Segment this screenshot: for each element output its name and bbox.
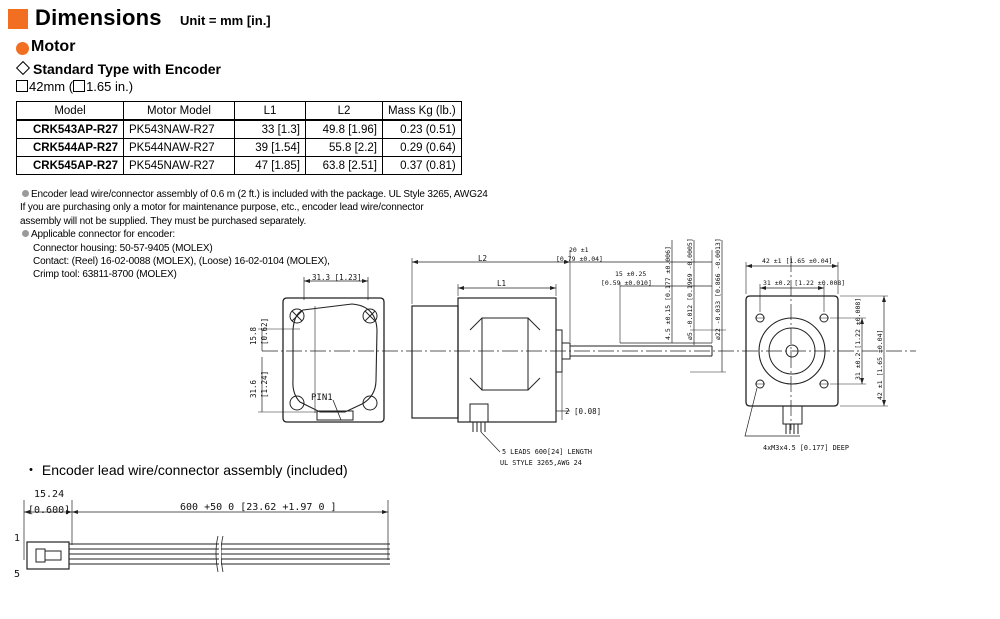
asm-dim-15-24-in: [0.600] (28, 505, 70, 516)
dim-l1: L1 (497, 279, 506, 288)
dim-31-vert: 31 ±0.2 [1.22 ±0.008] (854, 298, 862, 380)
cell-model: CRK545AP-R27 (16, 156, 124, 175)
dim-15-in: [0.59 ±0.010] (601, 279, 652, 287)
notes: Encoder lead wire/connector assembly of … (20, 188, 488, 282)
assembly-title: ・ Encoder lead wire/connector assembly (… (24, 462, 348, 478)
note-text: Applicable connector for encoder: (31, 229, 176, 241)
cell-mass: 0.37 (0.81) (382, 156, 462, 175)
dim-15-8-in: [0.62] (260, 318, 269, 345)
square-icon (16, 80, 28, 92)
asm-dim-15-24: 15.24 (34, 489, 64, 500)
cell-model: CRK543AP-R27 (16, 119, 124, 139)
note-line: Applicable connector for encoder: (22, 228, 488, 241)
dim-4-5: 4.5 ±0.15 [0.177 ±0.006] (664, 246, 672, 340)
cell-l2: 55.8 [2.2] (305, 138, 383, 157)
asm-dim-600: 600 +50 0 [23.62 +1.97 0 ] (180, 502, 337, 513)
frame-size: 42mm ( 1.65 in.) (16, 79, 133, 94)
dim-phi-22: ø22 -0.033 [0.866 -0.0013] (714, 238, 722, 340)
cell-motor: PK544NAW-R27 (123, 138, 235, 157)
cell-l1: 39 [1.54] (234, 138, 306, 157)
lead-assembly (23, 500, 390, 573)
cell-l1: 47 [1.85] (234, 156, 306, 175)
note-line: If you are purchasing only a motor for m… (20, 202, 424, 214)
section-motor: Motor (31, 38, 76, 55)
dim-20: 20 ±1 (569, 246, 589, 254)
dim-15-8: 15.8 (249, 326, 258, 345)
dim-31-6: 31.6 (249, 379, 258, 398)
note-text: Encoder lead wire/connector assembly of … (31, 189, 488, 200)
pin-5-label: 5 (14, 569, 20, 580)
dim-42-vert: 42 ±1 [1.65 ±0.04] (876, 330, 884, 400)
cell-l2: 63.8 [2.51] (305, 156, 383, 175)
leads-label-2: UL STYLE 3265,AWG 24 (500, 459, 582, 467)
note-line: assembly will not be supplied. They must… (20, 215, 307, 227)
dim-2: 2 [0.08] (565, 407, 601, 416)
front-view (745, 295, 839, 434)
cell-motor: PK545NAW-R27 (123, 156, 235, 175)
dim-31: 31 ±0.2 [1.22 ±0.008] (763, 279, 845, 287)
pin1-label: PIN1 (311, 393, 333, 403)
dim-20-in: [0.79 ±0.04] (556, 255, 603, 263)
note-line: Crimp tool: 63811-8700 (MOLEX) (33, 269, 177, 281)
col-mass: Mass Kg (lb.) (382, 101, 462, 121)
rear-view (282, 297, 385, 423)
note-line: Encoder lead wire/connector assembly of … (22, 188, 488, 201)
side-view (411, 297, 713, 432)
title-square-icon (8, 9, 28, 29)
table-row: CRK545AP-R27 PK545NAW-R27 47 [1.85] 63.8… (16, 156, 462, 175)
note-line: Contact: (Reel) 16-02-0088 (MOLEX), (Loo… (33, 256, 330, 268)
dim-42: 42 ±1 [1.65 ±0.04] (762, 257, 832, 265)
dim-31-6-in: [1.24] (260, 371, 269, 398)
dim-31-3: 31.3 [1.23] (312, 273, 362, 282)
frame-size-in: 1.65 in.) (86, 79, 134, 94)
type-label: Standard Type with Encoder (33, 61, 221, 77)
spec-table: Model Motor Model L1 L2 Mass Kg (lb.) CR… (16, 101, 462, 175)
square-icon (73, 80, 86, 92)
page-title: Dimensions (35, 5, 162, 30)
hole-label: 4xM3x4.5 [0.177] DEEP (763, 444, 849, 452)
type-heading: Standard Type with Encoder (15, 60, 221, 77)
cell-motor: PK543NAW-R27 (123, 119, 235, 139)
bullet-icon (22, 190, 29, 197)
pin-1-label: 1 (14, 533, 20, 544)
leads-label-1: 5 LEADS 600[24] LENGTH (502, 448, 592, 456)
unit-label: Unit = mm [in.] (180, 13, 271, 28)
note-line: Connector housing: 50-57-9405 (MOLEX) (33, 242, 213, 254)
frame-size-mm: 42mm ( (29, 79, 74, 94)
bullet-icon (22, 230, 29, 238)
dim-phi-5: ø5 -0.012 [0.1969 -0.0005] (686, 238, 694, 340)
dim-l2: L2 (478, 254, 487, 263)
dim-15: 15 ±0.25 (615, 270, 646, 278)
orange-dot-icon (16, 42, 29, 55)
